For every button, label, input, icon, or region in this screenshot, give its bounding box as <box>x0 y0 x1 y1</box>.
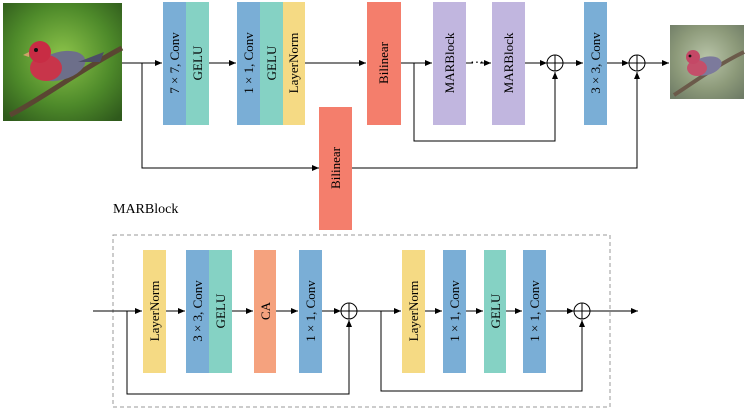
conv7-label: 7 × 7, Conv <box>167 32 182 94</box>
bilinear-skip-block: Bilinear <box>319 107 352 230</box>
marblock-b-block: MARBlock <box>492 2 525 125</box>
conv1-c-block: 1 × 1, Conv <box>523 250 546 373</box>
conv1-c-label: 1 × 1, Conv <box>527 280 542 342</box>
marblock-a-block: MARBlock <box>433 2 466 125</box>
input-image <box>3 3 124 121</box>
sum-node-3 <box>340 302 358 320</box>
sum-node-1 <box>546 54 564 72</box>
gelu-a-block: GELU <box>209 250 232 373</box>
conv1-a-label: 1 × 1, Conv <box>303 280 318 342</box>
gelu-b-block: GELU <box>484 250 506 373</box>
marblock-title: MARBlock <box>113 202 178 217</box>
bilinear-main-block: Bilinear <box>367 2 401 125</box>
top-flow-lines <box>122 60 669 171</box>
ca-label: CA <box>258 301 273 320</box>
conv1-b-block: 1 × 1, Conv <box>443 250 466 373</box>
ca-block: CA <box>254 250 276 373</box>
layernorm-b-block: LayerNorm <box>402 250 425 373</box>
conv3-top-label: 3 × 3, Conv <box>588 32 603 94</box>
layernorm-top-block: LayerNorm <box>283 2 305 125</box>
conv7-block: 7 × 7, Conv <box>163 2 186 125</box>
bottom-flow-lines <box>93 308 638 395</box>
gelu1-label: GELU <box>190 45 205 80</box>
sum-node-4 <box>573 302 591 320</box>
gelu-b-label: GELU <box>488 293 503 328</box>
sum-node-2 <box>628 54 646 72</box>
output-image <box>670 25 745 99</box>
conv1-block: 1 × 1, Conv <box>237 2 260 125</box>
conv3-block: 3 × 3, Conv <box>186 250 209 373</box>
conv1-b-label: 1 × 1, Conv <box>447 280 462 342</box>
gelu-a-label: GELU <box>213 293 228 328</box>
conv1-label: 1 × 1, Conv <box>241 32 256 94</box>
gelu2-block: GELU <box>260 2 283 125</box>
marblock-b-label: MARBlock <box>501 32 516 93</box>
gelu1-block: GELU <box>186 2 209 125</box>
layernorm-a-label: LayerNorm <box>147 281 162 342</box>
gelu2-label: GELU <box>264 45 279 80</box>
layernorm-b-label: LayerNorm <box>406 281 421 342</box>
marblock-dashed-frame <box>112 234 611 408</box>
ellipsis-label: ··· <box>470 56 484 71</box>
marblock-a-label: MARBlock <box>442 32 457 93</box>
bilinear-skip-label: Bilinear <box>328 146 343 189</box>
conv1-a-block: 1 × 1, Conv <box>299 250 322 373</box>
bilinear-main-label: Bilinear <box>376 41 391 84</box>
conv3-label: 3 × 3, Conv <box>190 280 205 342</box>
layernorm-a-block: LayerNorm <box>143 250 166 373</box>
layernorm-top-label: LayerNorm <box>286 33 301 94</box>
conv3-top-block: 3 × 3, Conv <box>584 2 607 125</box>
